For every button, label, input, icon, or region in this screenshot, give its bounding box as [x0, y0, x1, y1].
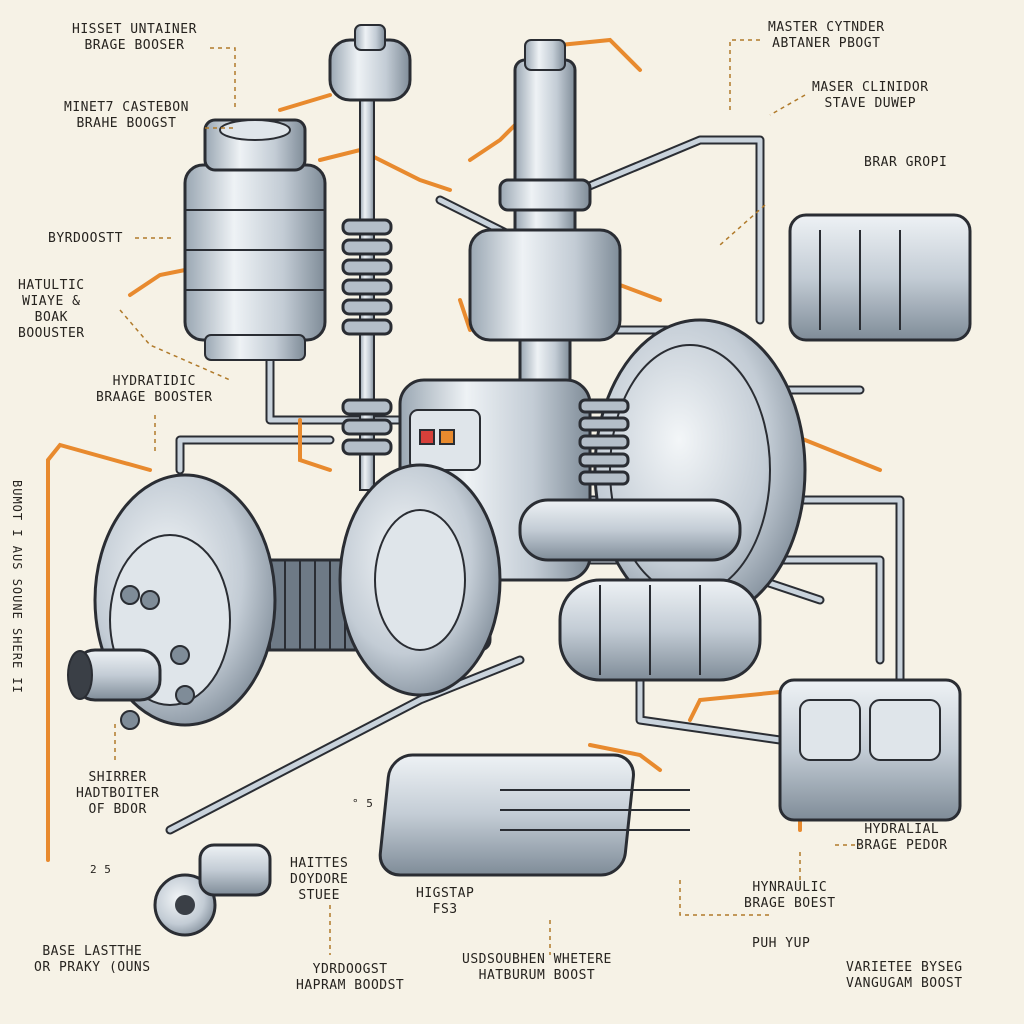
label-hynraulic-boest: HYNRAULIC BRAGE BOEST — [744, 880, 836, 911]
lower-cylinders — [518, 498, 762, 682]
label-ydrdoogst: YDRDOOGST HAPRAM BOODST — [296, 962, 405, 993]
large-drum-right — [593, 318, 807, 622]
label-puh-yup: PUH YUP — [752, 936, 811, 951]
label-maser-clinidor: MASER CLINIDOR STAVE DUWEP — [812, 80, 929, 111]
brake-pedal-pad — [378, 753, 690, 877]
label-hydralial-pedor: HYDRALIAL BRAGE PEDOR — [856, 822, 948, 853]
label-usdsoubhen: USDSOUBHEN WHETERE HATBURUM BOOST — [462, 952, 612, 983]
label-hydratidic-booster: HYDRATIDIC BRAAGE BOOSTER — [96, 374, 213, 405]
marker-2-5: 2 5 — [90, 863, 112, 876]
pulley-bottom-left — [153, 843, 272, 937]
label-base-lastthe: BASE LASTTHE OR PRAKY (OUNS — [34, 944, 151, 975]
label-higstap: HIGSTAP FS3 — [416, 886, 475, 917]
label-hisset-untainer: HISSET UNTAINER BRAGE BOOSER — [72, 22, 197, 53]
label-vertical-side: BUMOT I AUS SOUNE SHERE II — [10, 480, 24, 694]
reservoir-box-right — [788, 213, 972, 342]
label-brar-gropi: BRAR GROPI — [864, 155, 948, 170]
marker-5: ° 5 — [352, 797, 374, 810]
label-minet7-castebon: MINET7 CASTEBON BRAHE BOOGST — [64, 100, 189, 131]
label-shirrer-hadtboiter: SHIRRER HADTBOITER OF BDOR — [76, 770, 160, 817]
spring-strut-left — [328, 24, 412, 491]
label-haittes-doydore: HAITTES DOYDORE STUEE — [290, 856, 349, 903]
label-master-cytnder: MASTER CYTNDER ABTANER PBOGT — [768, 20, 885, 51]
label-byrdoostt: BYRDOOSTT — [48, 231, 123, 246]
tank-lower-right — [778, 678, 962, 822]
reservoir-left — [183, 118, 327, 361]
label-varietee-byseg: VARIETEE BYSEG VANGUGAM BOOST — [846, 960, 963, 991]
hub-assembly-left — [67, 463, 502, 730]
label-hatultic-booster: HATULTIC WIAYE & BOAK BOOUSTER — [18, 278, 85, 341]
leader-lines — [114, 39, 860, 955]
